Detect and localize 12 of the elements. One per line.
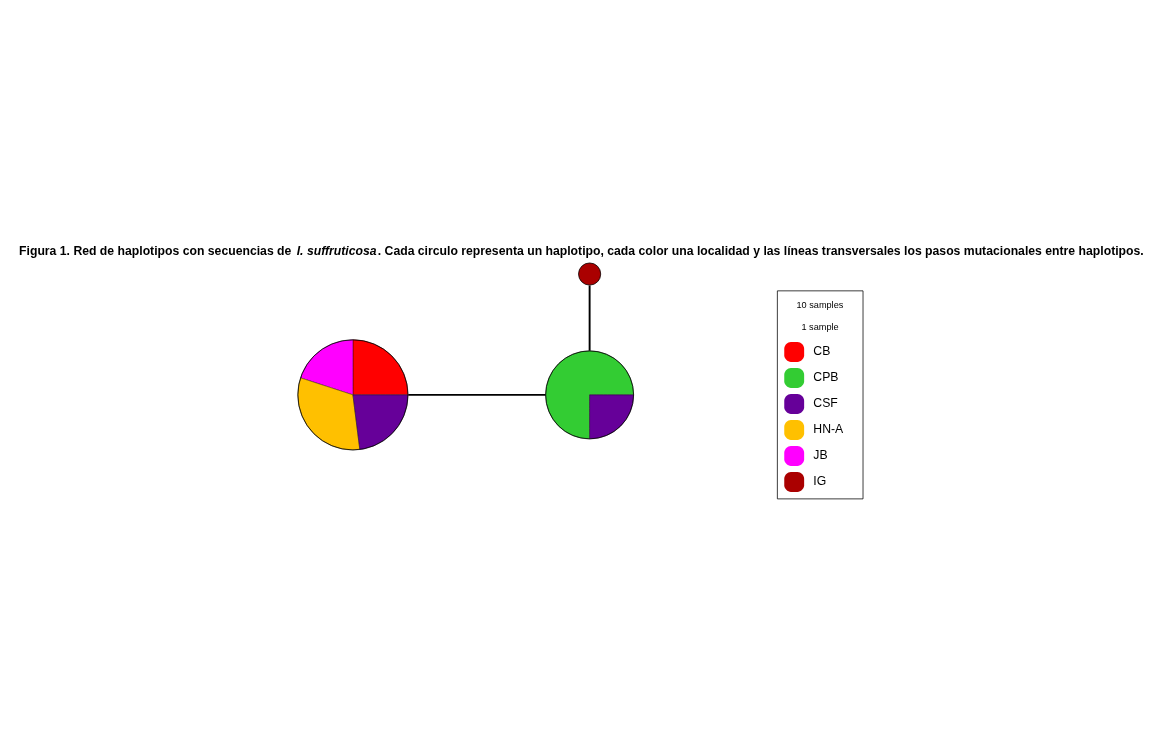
- legend-label: CB: [813, 343, 831, 358]
- connector: [588, 284, 591, 352]
- legend-label: HN-A: [813, 421, 844, 436]
- legend-label: CPB: [813, 369, 839, 384]
- connector: [407, 393, 547, 396]
- label: 1 sample: [801, 322, 839, 333]
- legend-label: JB: [813, 447, 828, 462]
- node-circle: [578, 262, 602, 286]
- label: 10 samples: [796, 300, 844, 311]
- legend-label: IG: [813, 473, 827, 488]
- caption: Figura 1. Red de haplotipos con secuencias de I. suffruticosa. Cada circulo representa un haplotipo, cada color una localidad y las líneas transversales los pasos mutacionales entre haplotipos.: [19, 244, 1144, 259]
- legend-label: CSF: [813, 395, 838, 410]
